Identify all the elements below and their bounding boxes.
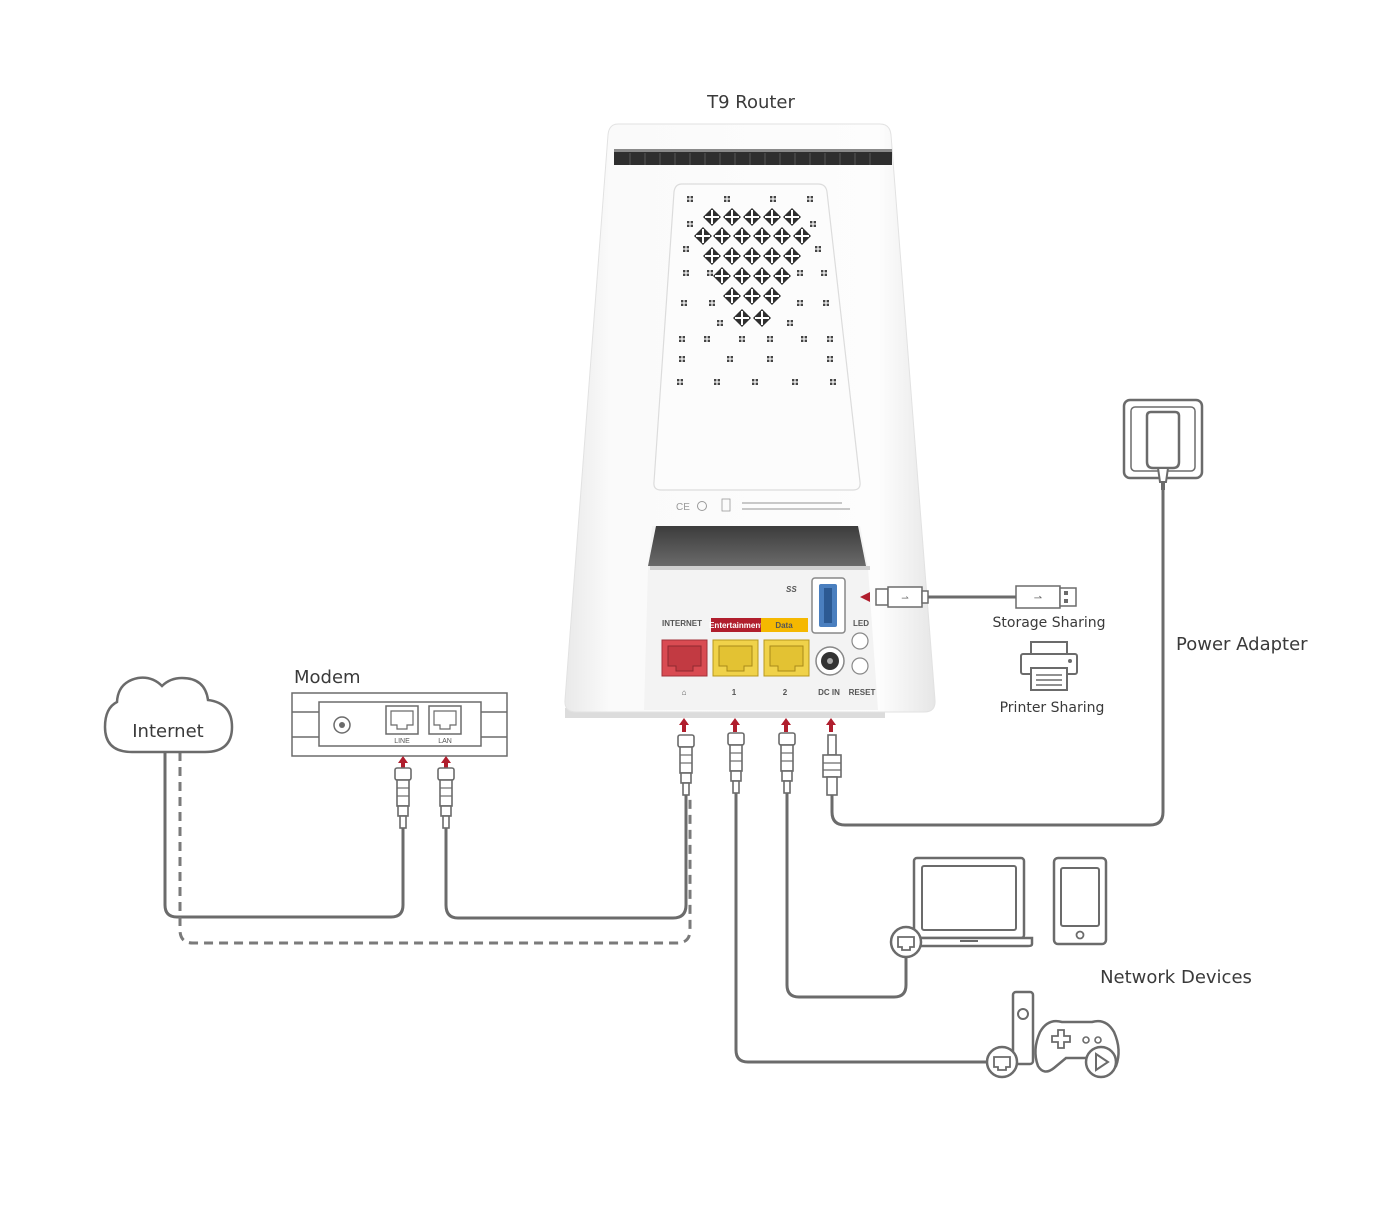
- port2-label: 2: [783, 688, 788, 697]
- certification-marks: CE: [676, 498, 850, 513]
- data-label: Data: [775, 621, 793, 630]
- svg-text:CE: CE: [676, 502, 690, 513]
- ethernet-badge-icon: [985, 1045, 1019, 1079]
- modem-label: Modem: [294, 667, 361, 688]
- internet-port-symbol: ⌂: [682, 688, 687, 697]
- arrow-router-dc: [826, 718, 836, 732]
- modem-line-label: LINE: [394, 738, 410, 745]
- power-adapter-label: Power Adapter: [1176, 634, 1308, 655]
- modem-lan-port: [428, 705, 462, 735]
- entertainment-tag: [711, 618, 761, 632]
- usb-storage-icon: ⇀: [1015, 585, 1077, 609]
- perforated-panel: [653, 183, 861, 491]
- svg-text:⇀: ⇀: [1034, 593, 1042, 604]
- arrow-router-port1: [730, 718, 740, 732]
- tablet-icon: [1052, 856, 1108, 946]
- router-lan-port-1: [712, 639, 759, 677]
- plug-router-internet: [677, 734, 695, 796]
- modem-lan-label: LAN: [438, 738, 452, 745]
- dc-plug: [822, 734, 842, 796]
- entertainment-label: Entertainment: [709, 621, 763, 630]
- usb-port: [811, 577, 846, 634]
- internet-label: Internet: [132, 721, 203, 742]
- wire-dc-to-power-adapter: [830, 488, 1165, 827]
- laptop-icon: [898, 856, 1034, 948]
- modem-line-port: [385, 705, 419, 735]
- usb-plug-icon: ⇀: [860, 586, 929, 608]
- led-label: LED: [853, 619, 869, 628]
- router-label: T9 Router: [706, 92, 795, 113]
- router-internet-port: [661, 639, 708, 677]
- internet-port-label: INTERNET: [662, 619, 702, 628]
- led-button: [851, 632, 869, 650]
- cloud-icon: [103, 676, 234, 754]
- data-tag: [761, 618, 808, 632]
- arrow-router-port2: [781, 718, 791, 732]
- port1-label: 1: [732, 688, 737, 697]
- plug-modem-lan: [437, 767, 455, 829]
- printer-icon: [1020, 641, 1078, 691]
- plug-router-port2: [778, 732, 796, 794]
- router-lan-port-2: [763, 639, 810, 677]
- wire-direct-internet-dashed: [178, 752, 692, 945]
- network-devices-label: Network Devices: [1100, 967, 1252, 988]
- top-vent: [614, 149, 892, 165]
- storage-sharing-label: Storage Sharing: [993, 615, 1106, 631]
- usb-ss-logo: SS: [786, 585, 797, 594]
- dc-in-label: DC IN: [818, 688, 840, 697]
- game-console-icon: [1011, 990, 1120, 1079]
- ethernet-badge-icon: [889, 925, 923, 959]
- reset-button: [851, 657, 869, 675]
- wire-port1-to-console: [734, 790, 990, 1064]
- wire-modem-lan-to-router-internet: [444, 793, 688, 920]
- router-dc-in-port: [815, 646, 845, 676]
- wire-internet-to-modem-line: [163, 750, 405, 919]
- plug-router-port1: [727, 732, 745, 794]
- arrow-router-internet: [679, 718, 689, 732]
- wall-adapter-icon: [1122, 398, 1204, 490]
- modem-device: [291, 692, 508, 757]
- reset-label: RESET: [849, 688, 876, 697]
- plug-modem-line: [394, 767, 412, 829]
- svg-text:⇀: ⇀: [901, 594, 909, 604]
- printer-sharing-label: Printer Sharing: [1000, 700, 1105, 716]
- wire-port2-to-laptop: [785, 790, 908, 999]
